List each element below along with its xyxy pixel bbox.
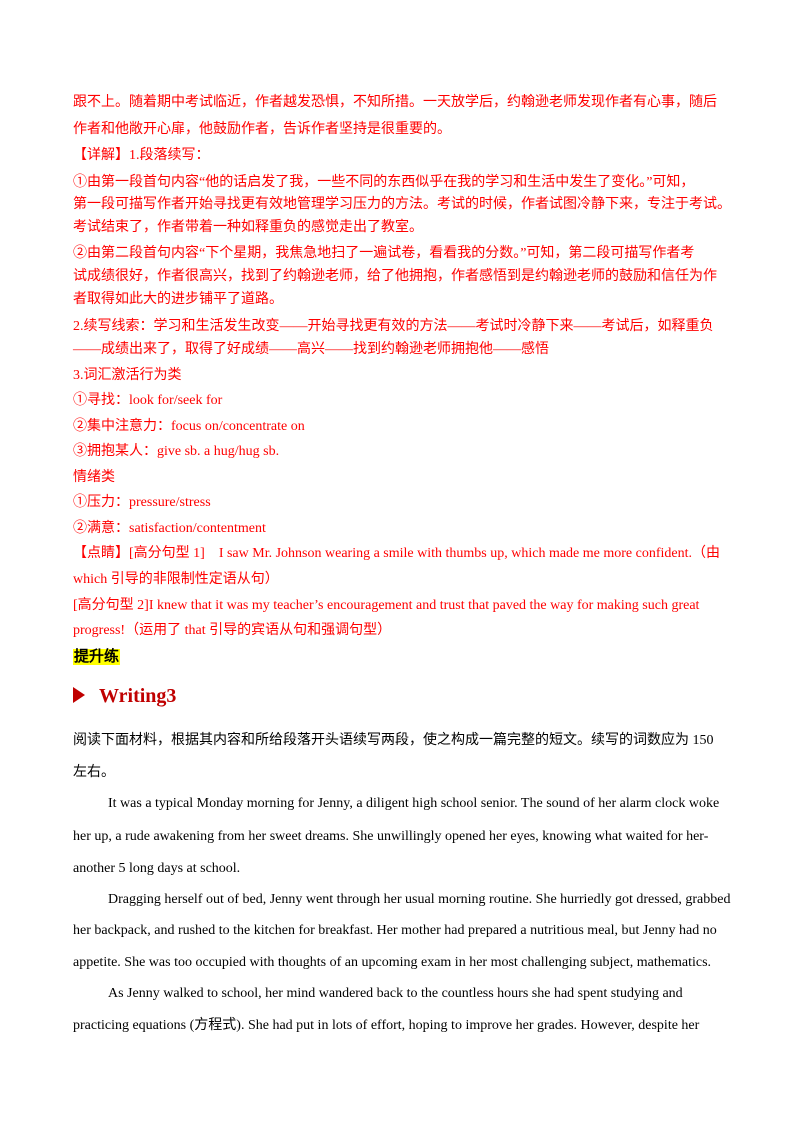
analysis-line: 第一段可描写作者开始寻找更有效地管理学习压力的方法。考试的时候，作者试图冷静下来…: [73, 197, 731, 212]
section-label-row: 提升练: [73, 648, 733, 667]
analysis-line: ①压力：pressure/stress: [73, 495, 211, 510]
paragraph-line: practicing equations (方程式). She had put …: [73, 1018, 700, 1033]
analysis-line: 【详解】1.段落续写：: [73, 148, 210, 163]
analysis-line: 【点睛】[高分句型 1] I saw Mr. Johnson wearing a…: [73, 546, 721, 561]
writing-heading: Writing3: [73, 685, 176, 708]
analysis-line: 试成绩很好，作者很高兴，找到了约翰逊老师，给了他拥抱，作者感悟到是约翰逊老师的鼓…: [73, 269, 717, 284]
paragraph-line: another 5 long days at school.: [73, 861, 241, 876]
paragraph-line: As Jenny walked to school, her mind wand…: [108, 986, 683, 1001]
analysis-line: which 引导的非限制性定语从句）: [73, 572, 279, 587]
paragraph-line: her backpack, and rushed to the kitchen …: [73, 923, 717, 938]
analysis-line: ——成绩出来了，取得了好成绩——高兴——找到约翰逊老师拥抱他——感悟: [73, 342, 549, 357]
analysis-line: 情绪类: [73, 470, 115, 485]
analysis-line: 3.词汇激活行为类: [73, 368, 182, 383]
analysis-line: progress!（运用了 that 引导的宾语从句和强调句型）: [73, 623, 392, 638]
analysis-line: 作者和他敞开心扉，他鼓励作者，告诉作者坚持是很重要的。: [73, 122, 451, 137]
analysis-line: 考试结束了，作者带着一种如释重负的感觉走出了教室。: [73, 220, 423, 235]
paragraph-line: It was a typical Monday morning for Jenn…: [108, 796, 720, 811]
paragraph-line: Dragging herself out of bed, Jenny went …: [108, 892, 731, 907]
analysis-line: ②集中注意力：focus on/concentrate on: [73, 419, 305, 434]
paragraph-line: her up, a rude awakening from her sweet …: [73, 829, 709, 844]
analysis-line: 2.续写线索：学习和生活发生改变——开始寻找更有效的方法——考试时冷静下来——考…: [73, 319, 714, 334]
analysis-line: 者取得如此大的进步铺平了道路。: [73, 292, 283, 307]
arrow-right-icon: [73, 687, 85, 704]
analysis-line: ③拥抱某人：give sb. a hug/hug sb.: [73, 444, 280, 459]
analysis-line: 跟不上。随着期中考试临近，作者越发恐惧，不知所措。一天放学后，约翰逊老师发现作者…: [73, 95, 717, 110]
analysis-line: ②由第二段首句内容“下个星期，我焦急地扫了一遍试卷，看看我的分数。”可知，第二段…: [73, 246, 695, 261]
analysis-line: [高分句型 2]I knew that it was my teacher’s …: [73, 598, 700, 613]
analysis-line: ①由第一段首句内容“他的话启发了我，一些不同的东西似乎在我的学习和生活中发生了变…: [73, 175, 695, 190]
writing-title: Writing3: [99, 685, 177, 707]
analysis-line: ①寻找：look for/seek for: [73, 393, 223, 408]
paragraph-line: appetite. She was too occupied with thou…: [73, 955, 712, 970]
instruction-line: 左右。: [73, 765, 115, 780]
section-label: 提升练: [73, 649, 121, 665]
instruction-line: 阅读下面材料，根据其内容和所给段落开头语续写两段，使之构成一篇完整的短文。续写的…: [73, 733, 714, 748]
analysis-line: ②满意：satisfaction/contentment: [73, 521, 266, 536]
